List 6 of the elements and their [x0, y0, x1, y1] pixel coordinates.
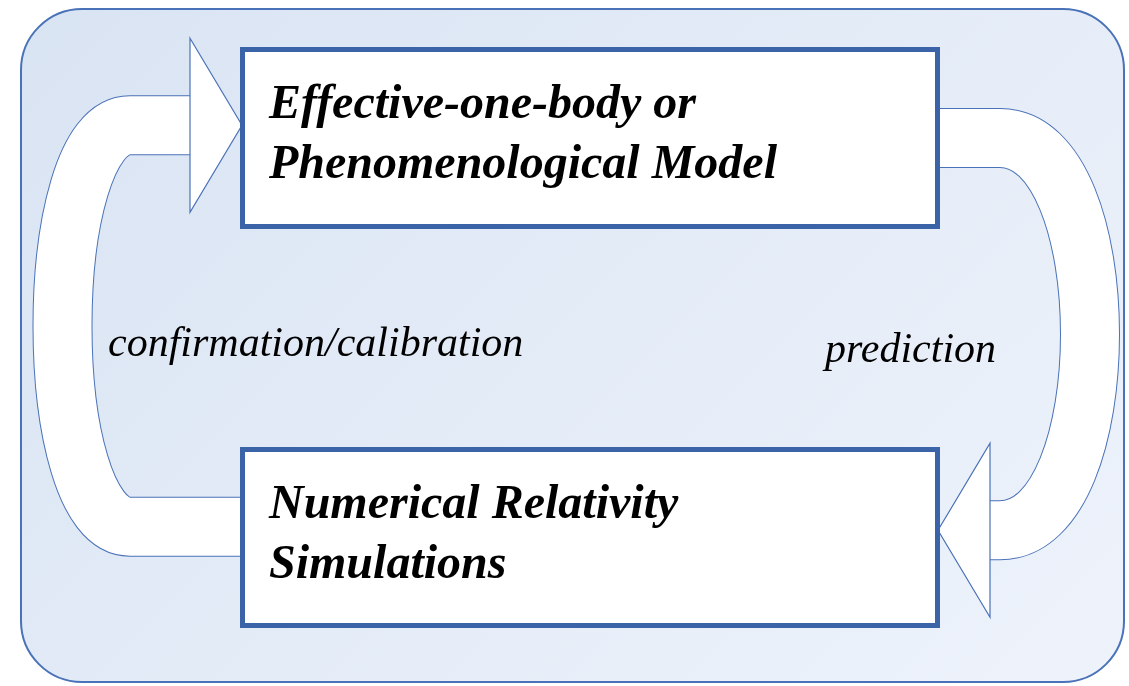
process-box	[240, 47, 940, 229]
edge-label: confirmation/calibration	[108, 318, 524, 366]
box-text: Effective-one-body or Phenomenological Model	[269, 74, 778, 190]
background-panel	[20, 8, 1125, 683]
process-box	[240, 447, 940, 628]
box-text: Numerical Relativity Simulations	[269, 474, 680, 590]
